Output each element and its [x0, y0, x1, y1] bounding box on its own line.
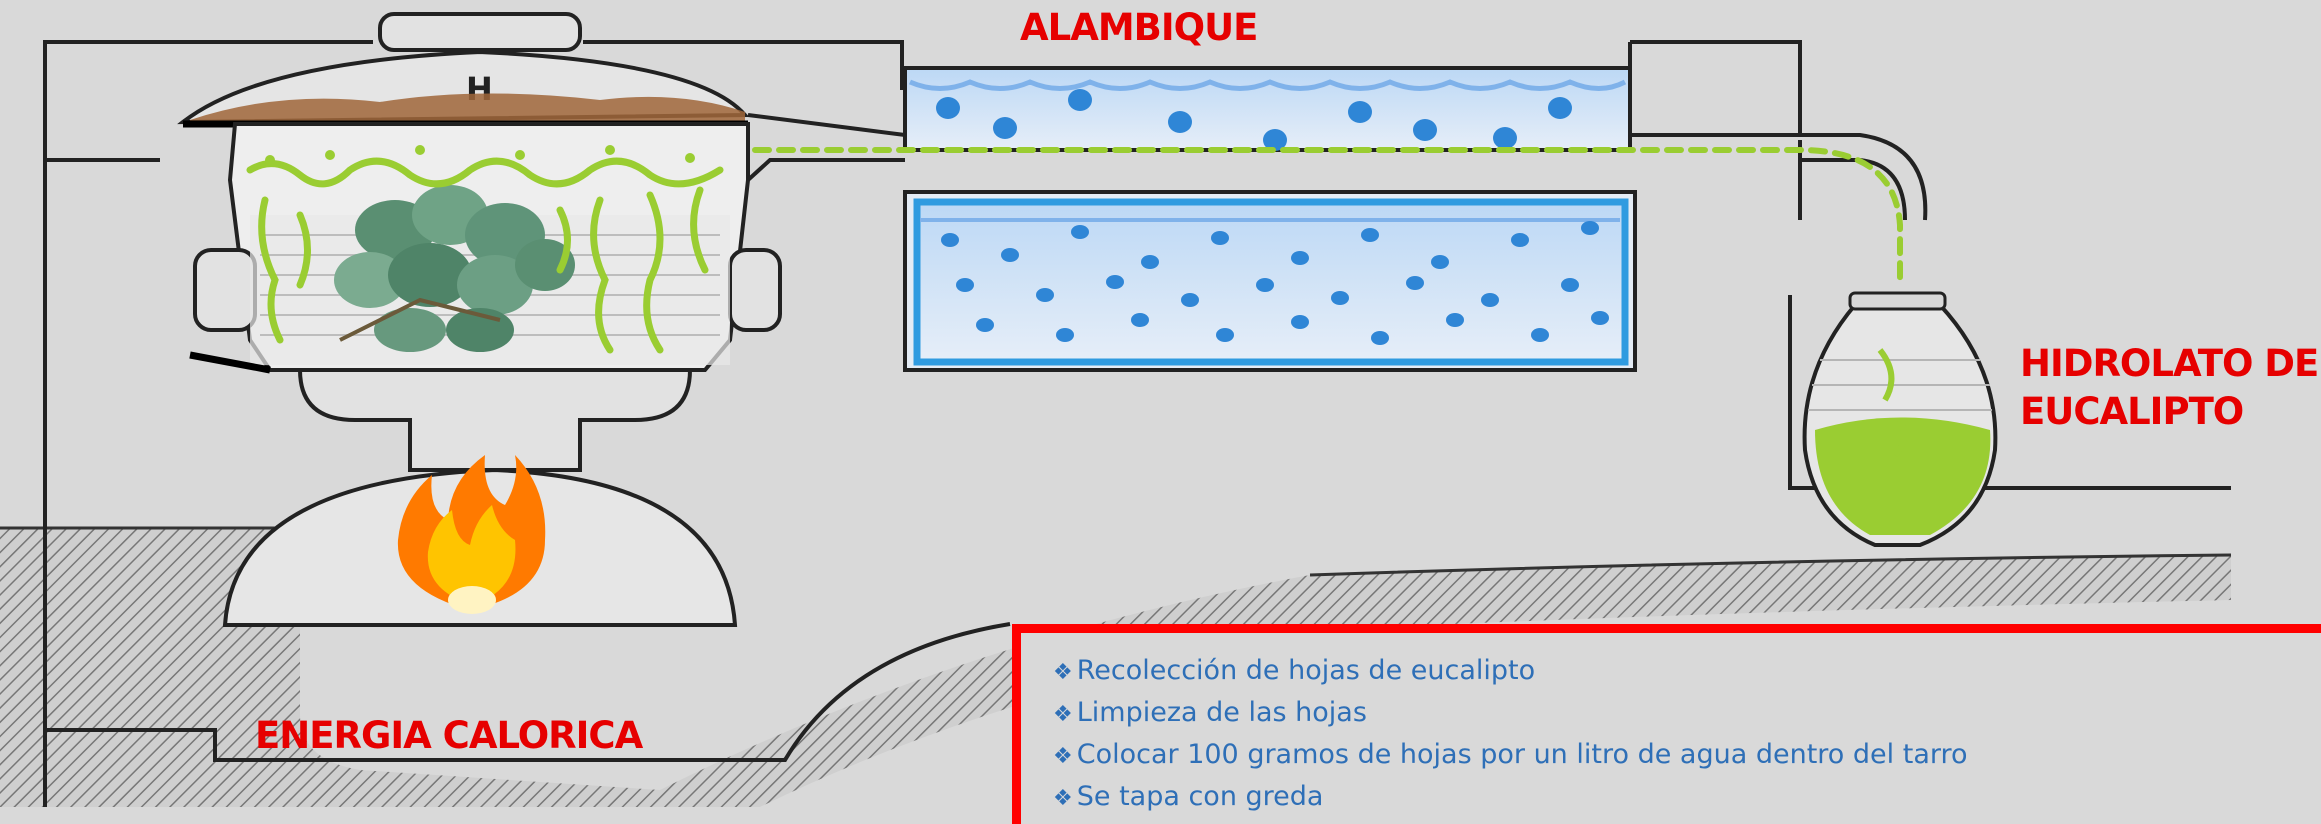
diamond-bullet-icon: ❖	[1053, 744, 1073, 769]
pipe-elbow	[1800, 133, 1928, 221]
step-text: Se tapa con greda	[1076, 781, 1324, 812]
hydrolate-liquid	[1815, 417, 1991, 535]
step-item: ❖Recolección de hojas de eucalipto	[1053, 651, 2321, 693]
stove-neck	[297, 368, 693, 472]
steps-list: ❖Recolección de hojas de eucalipto ❖Limp…	[1021, 633, 2321, 819]
diamond-bullet-icon: ❖	[1053, 786, 1073, 811]
label-energia-calorica: ENERGIA CALORICA	[255, 714, 643, 757]
diamond-bullet-icon: ❖	[1053, 702, 1073, 727]
lid-handle	[378, 12, 582, 52]
label-hidrolato: HIDROLATO DE EUCALIPTO	[2020, 340, 2319, 436]
oven-wall	[43, 40, 1011, 807]
step-text: Colocar 100 gramos de hojas por un litro…	[1076, 739, 1968, 770]
step-item: ❖Se tapa con greda	[1053, 777, 2321, 819]
vapor-in-pipe	[752, 147, 1903, 283]
label-alambique: ALAMBIQUE	[1020, 6, 1258, 49]
fire-icon	[397, 455, 546, 614]
step-item: ❖Limpieza de las hojas	[1053, 693, 2321, 735]
distillation-diagram: H	[0, 12, 2232, 807]
label-hidrolato-line1: HIDROLATO DE	[2020, 342, 2319, 385]
step-text: Limpieza de las hojas	[1076, 697, 1367, 728]
label-hidrolato-line2: EUCALIPTO	[2020, 390, 2244, 433]
clay-seal	[190, 93, 745, 125]
shelf	[1788, 295, 2231, 490]
eucalyptus-leaves-icon	[334, 185, 575, 352]
step-text: Recolección de hojas de eucalipto	[1076, 655, 1536, 686]
pipe-lower	[746, 158, 905, 182]
steps-box: ❖Recolección de hojas de eucalipto ❖Limp…	[1012, 624, 2321, 824]
step-item: ❖Colocar 100 gramos de hojas por un litr…	[1053, 735, 2321, 777]
diamond-bullet-icon: ❖	[1053, 660, 1073, 685]
condenser-frame	[1628, 40, 1802, 150]
vapor-in-pot	[246, 157, 724, 354]
